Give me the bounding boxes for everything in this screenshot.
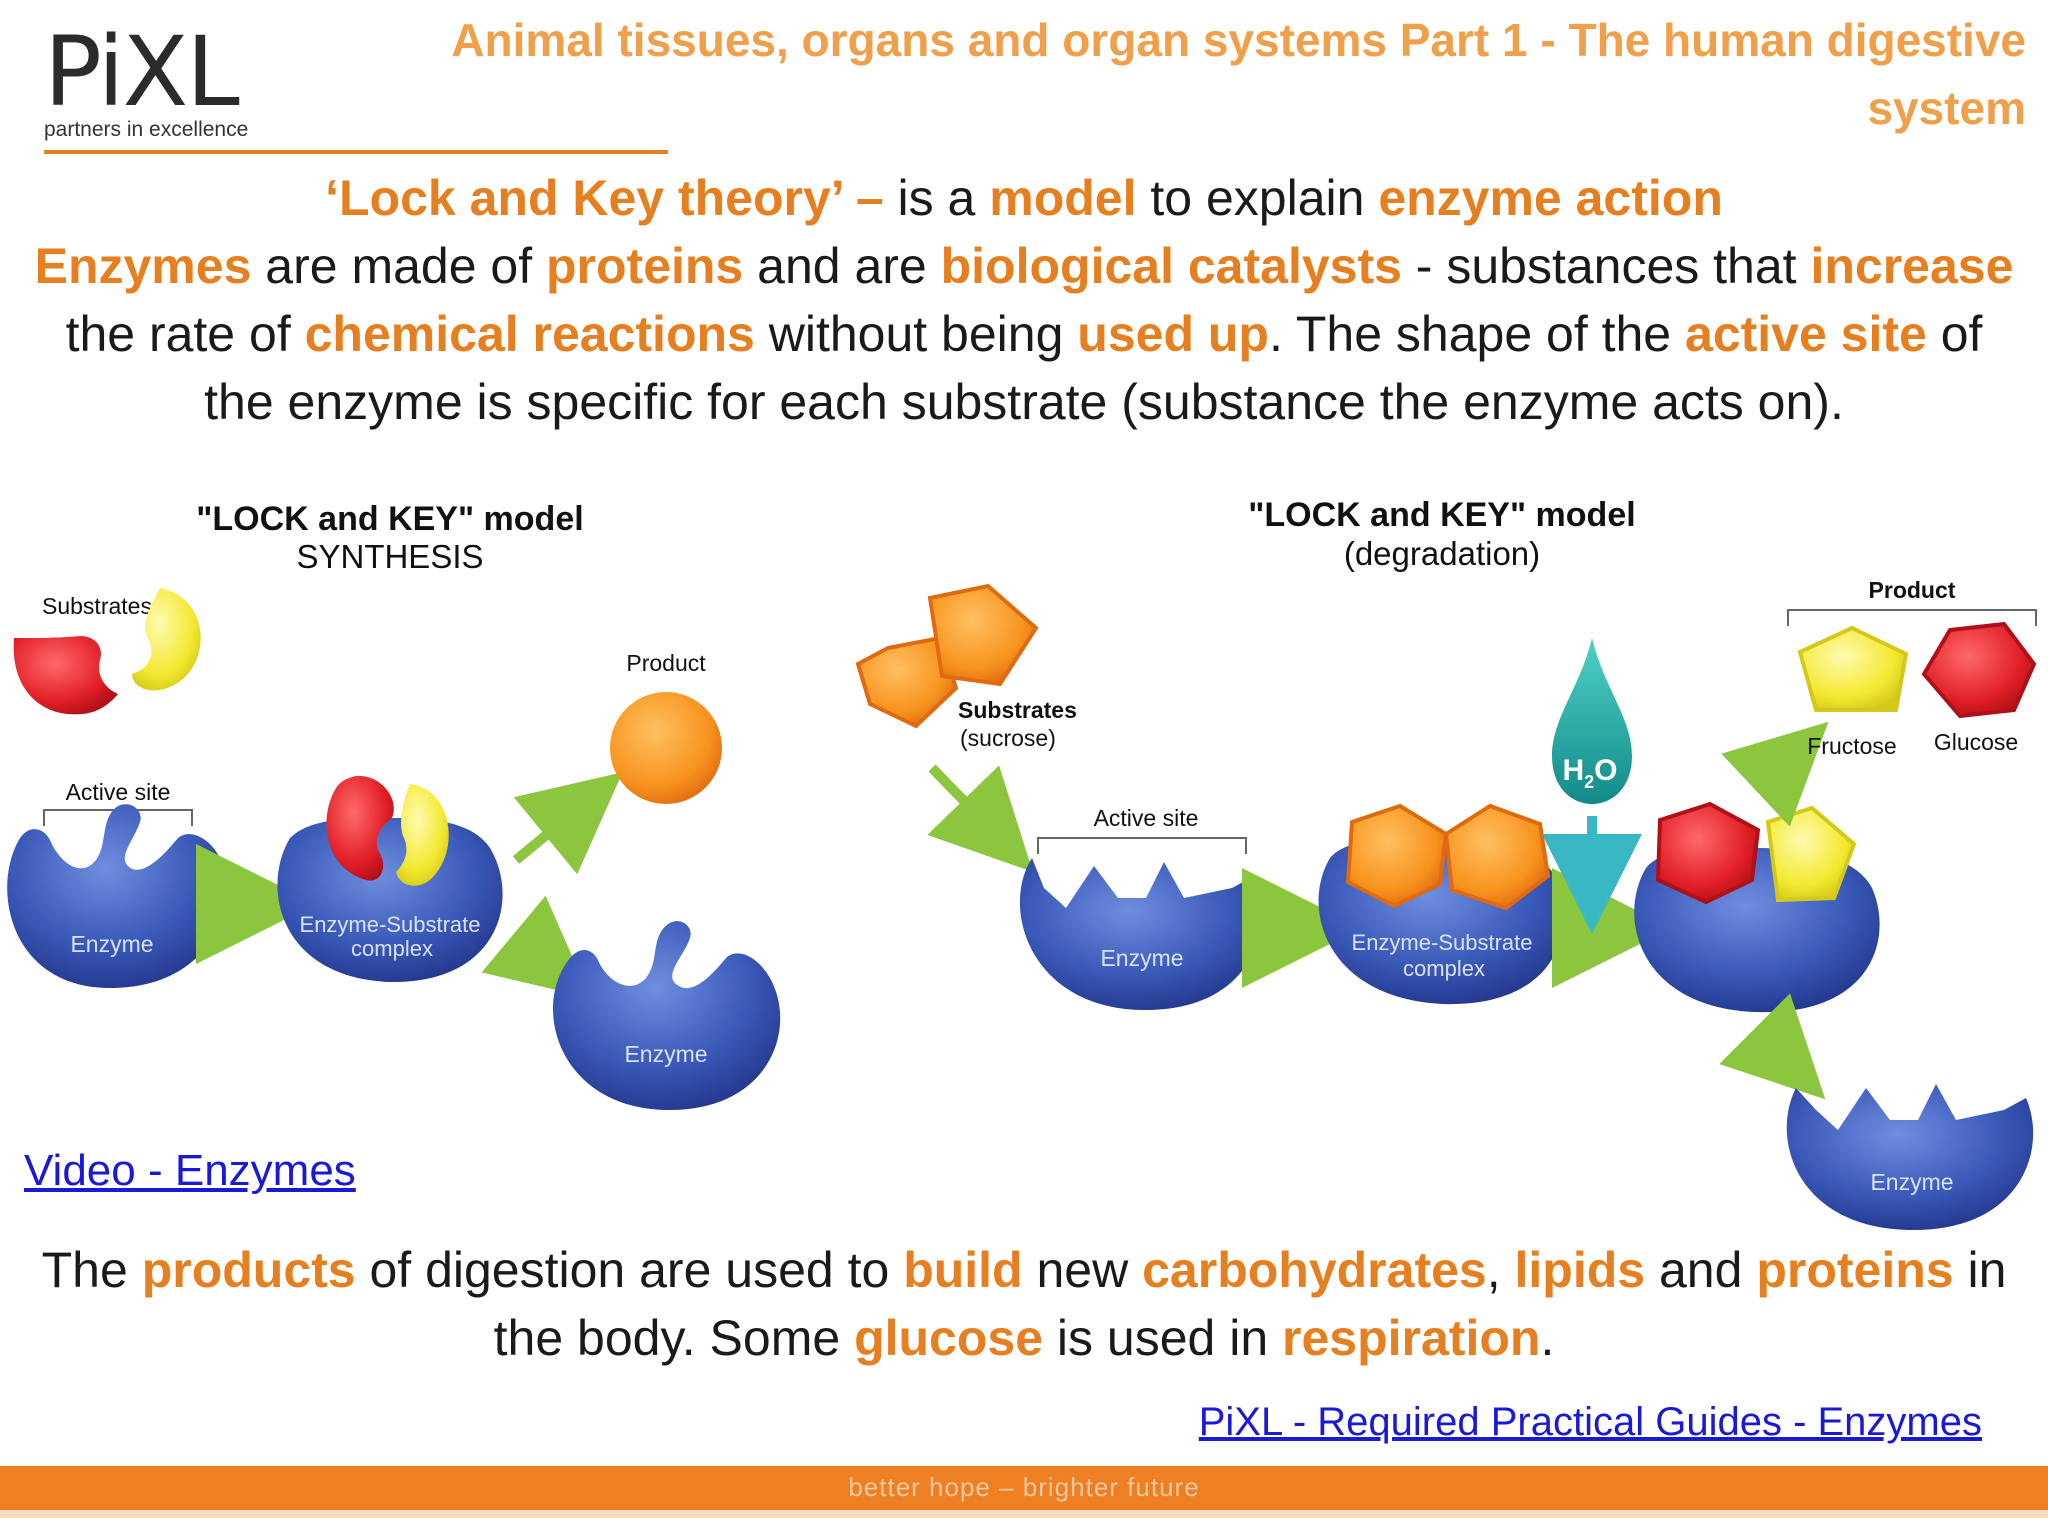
text-run: are made of xyxy=(251,238,546,294)
complex-label-line2: complex xyxy=(351,936,433,961)
outro-body: The products of digestion are used to bu… xyxy=(30,1236,2018,1372)
arrow-complex-to-enzyme xyxy=(481,895,591,999)
degradation-released-enzyme-shape xyxy=(1786,1084,2034,1231)
page-title: Animal tissues, organs and organ systems… xyxy=(451,14,2026,134)
highlighted-term: proteins xyxy=(546,238,744,294)
highlighted-term: proteins xyxy=(1756,1242,1954,1298)
highlighted-term: glucose xyxy=(854,1310,1044,1366)
highlighted-term: Enzymes xyxy=(34,238,252,294)
synthesis-released-enzyme-label: Enzyme xyxy=(624,1041,707,1067)
sucrose-pentagon xyxy=(927,583,1039,687)
highlighted-term: active site xyxy=(1685,306,1927,362)
text-run: of the enzyme is specific for each subst… xyxy=(204,306,1983,430)
pixl-logo: PiXL partners in excellence xyxy=(44,24,259,144)
degradation-title: "LOCK and KEY" model xyxy=(1248,496,1635,534)
degradation-substrates-note: (sucrose) xyxy=(960,725,1056,751)
degradation-product-label: Product xyxy=(1869,577,1956,603)
text-run: to explain xyxy=(1136,170,1379,226)
glucose-label: Glucose xyxy=(1934,729,2018,755)
text-run: - substances that xyxy=(1401,238,1811,294)
water-drop xyxy=(1552,638,1632,804)
intro-heading-line: ‘Lock and Key theory’ – is a model to ex… xyxy=(30,164,2018,232)
degradation-complex-line2: complex xyxy=(1403,956,1485,981)
text-run: , xyxy=(1486,1242,1515,1298)
degradation-complex-line1: Enzyme-Substrate xyxy=(1352,930,1533,955)
text-run: and xyxy=(1645,1242,1757,1298)
degradation-enzyme-label: Enzyme xyxy=(1100,945,1183,971)
video-enzymes-link[interactable]: Video - Enzymes xyxy=(24,1146,356,1195)
highlighted-term: enzyme action xyxy=(1378,170,1723,226)
footer-slogan: better hope – brighter future xyxy=(848,1472,1200,1502)
synthesis-enzyme-shape xyxy=(7,804,226,988)
logo-tagline: partners in excellence xyxy=(44,118,249,141)
highlighted-term: respiration xyxy=(1282,1310,1541,1366)
arrow-complex-to-product xyxy=(512,772,623,875)
text-run: is a xyxy=(883,170,990,226)
text-run: without being xyxy=(754,306,1078,362)
red-substrate-shape xyxy=(13,636,118,715)
complex-hexagon xyxy=(1345,803,1449,909)
complex-enzyme-shape xyxy=(277,818,503,983)
text-run: is used in xyxy=(1043,1310,1283,1366)
arrow-to-released-enzyme xyxy=(1719,993,1826,1100)
highlighted-term: build xyxy=(903,1242,1023,1298)
outro-paragraph: The products of digestion are used to bu… xyxy=(30,1236,2018,1372)
degradation-active-site-bracket xyxy=(1037,837,1247,854)
text-run: in the body. Some xyxy=(493,1242,2007,1366)
yellow-substrate-shape xyxy=(132,588,201,691)
product-bracket xyxy=(1787,609,2037,626)
degradation-enzyme-shape xyxy=(1019,858,1262,1011)
lock-and-key-diagram: "LOCK and KEY" model SYNTHESIS Substrate… xyxy=(7,496,2037,1231)
highlighted-term: products xyxy=(141,1242,356,1298)
complex-label-line1: Enzyme-Substrate xyxy=(300,912,481,937)
synthesis-active-site-label: Active site xyxy=(66,779,171,805)
degradation-subtitle: (degradation) xyxy=(1344,535,1540,572)
synthesis-released-enzyme-shape xyxy=(552,921,781,1111)
water-formula: H2O xyxy=(1562,754,1617,792)
highlighted-term: model xyxy=(989,170,1137,226)
text-run: . xyxy=(1540,1310,1555,1366)
intro-body: Enzymes are made of proteins and are bio… xyxy=(30,232,2018,436)
highlighted-term: lipids xyxy=(1514,1242,1646,1298)
synthesis-title: "LOCK and KEY" model xyxy=(196,500,583,538)
split-glucose-hexagon xyxy=(1655,801,1761,905)
text-run: new xyxy=(1022,1242,1143,1298)
required-practical-guide-link[interactable]: PiXL - Required Practical Guides - Enzym… xyxy=(1198,1400,1982,1444)
logo-mark: PiXL xyxy=(44,16,240,128)
synthesis-product-sphere xyxy=(610,692,722,804)
highlighted-term: used up xyxy=(1077,306,1269,362)
logo-underline xyxy=(44,150,668,154)
footer-bar xyxy=(0,1466,2048,1510)
synthesis-product-label: Product xyxy=(626,650,706,676)
degradation-panel: "LOCK and KEY" model (degradation) Subst… xyxy=(855,496,2037,1231)
intro-paragraph: ‘Lock and Key theory’ – is a model to ex… xyxy=(30,164,2018,436)
highlighted-term: chemical reactions xyxy=(304,306,755,362)
complex-red-substrate xyxy=(326,775,394,881)
synthesis-enzyme-label: Enzyme xyxy=(70,931,153,957)
glucose-hexagon xyxy=(1921,621,2037,719)
highlighted-term: ‘Lock and Key theory’ – xyxy=(325,170,884,226)
synthesis-substrates-label: Substrates xyxy=(42,593,152,619)
highlighted-term: increase xyxy=(1810,238,2014,294)
fructose-pentagon xyxy=(1797,625,1909,712)
arrow-to-products xyxy=(1721,721,1829,827)
degradation-active-site-label: Active site xyxy=(1094,805,1199,831)
highlighted-term: biological catalysts xyxy=(940,238,1402,294)
text-run: . The shape of the xyxy=(1268,306,1686,362)
arrow-substrates-to-enzyme xyxy=(927,764,1033,872)
complex-yellow-substrate xyxy=(396,784,449,886)
highlighted-term: carbohydrates xyxy=(1142,1242,1487,1298)
synthesis-subtitle: SYNTHESIS xyxy=(296,538,483,575)
footer-shadow xyxy=(0,1510,2048,1518)
synthesis-panel: "LOCK and KEY" model SYNTHESIS Substrate… xyxy=(7,500,781,1111)
text-run: and are xyxy=(743,238,941,294)
degradation-released-enzyme-label: Enzyme xyxy=(1870,1169,1953,1195)
text-run: of digestion are used to xyxy=(355,1242,904,1298)
fructose-label: Fructose xyxy=(1807,733,1896,759)
degradation-substrates-label: Substrates xyxy=(958,697,1077,723)
text-run: the rate of xyxy=(65,306,305,362)
text-run: The xyxy=(41,1242,142,1298)
